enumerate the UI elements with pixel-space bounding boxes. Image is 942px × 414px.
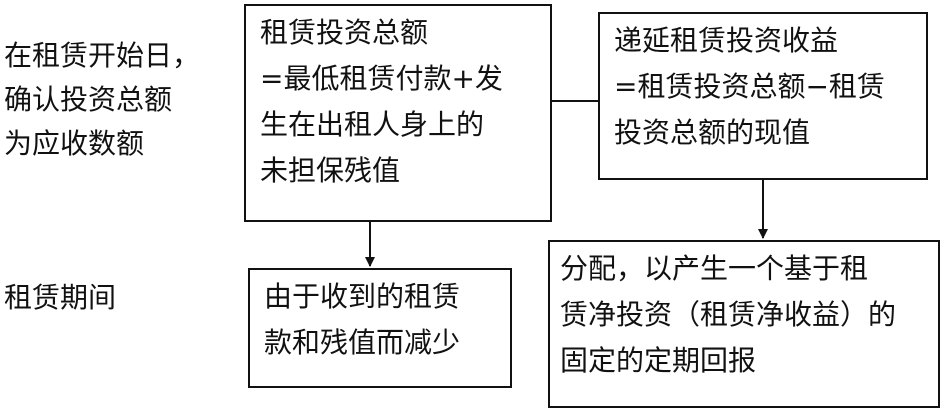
label-lease-period: 租赁期间	[4, 281, 117, 314]
box-allocation-text: 分配，以产生一个基于租 赁净投资（租赁净收益）的 固定的定期回报	[560, 252, 897, 377]
box-gross-investment: 租赁投资总额 =最低租赁付款+发 生在出租人身上的 未担保残值	[244, 4, 552, 222]
box-decrease-text: 由于收到的租赁 款和残值而减少	[264, 280, 461, 359]
box-deferred-income: 递延租赁投资收益 =租赁投资总额−租赁 投资总额的现值	[598, 12, 928, 180]
box-deferred-income-text: 递延租赁投资收益 =租赁投资总额−租赁 投资总额的现值	[614, 24, 885, 149]
box-allocation: 分配，以产生一个基于租 赁净投资（租赁净收益）的 固定的定期回报	[548, 240, 940, 408]
box-gross-investment-text: 租赁投资总额 =最低租赁付款+发 生在出租人身上的 未担保残值	[260, 16, 503, 187]
box-decrease: 由于收到的租赁 款和残值而减少	[248, 268, 512, 388]
label-lease-start: 在租赁开始日， 确认投资总额 为应收数额	[4, 39, 201, 160]
